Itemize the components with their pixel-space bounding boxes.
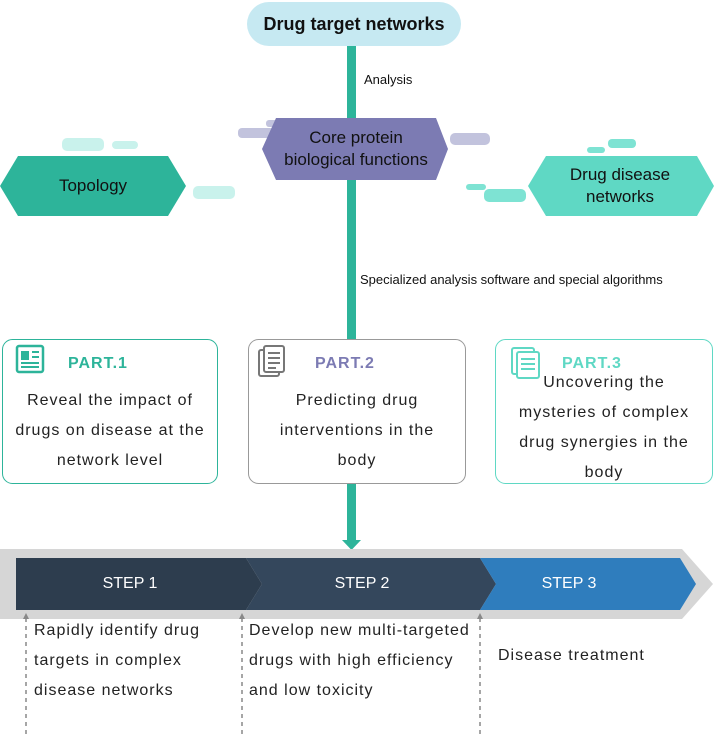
part-2-border bbox=[248, 339, 466, 484]
part-1-description: Reveal the impact of drugs on disease at… bbox=[15, 392, 205, 469]
decor-pill bbox=[587, 147, 605, 153]
main-connector-upper bbox=[347, 44, 356, 340]
decor-pill bbox=[238, 128, 274, 138]
decor-pill bbox=[62, 138, 104, 151]
step-3-segment bbox=[480, 558, 696, 610]
part-2-title: PART.2 bbox=[315, 355, 375, 372]
step-1-description: Rapidly identify drug targets in complex… bbox=[34, 622, 200, 699]
part-1-border bbox=[2, 339, 218, 484]
document-stack-icon bbox=[511, 347, 540, 379]
document-icon bbox=[258, 345, 285, 377]
decor-pill bbox=[466, 184, 486, 190]
newspaper-icon bbox=[15, 344, 45, 374]
topology-node-label: Topology bbox=[58, 176, 128, 195]
connector-arrowhead bbox=[342, 540, 361, 550]
decor-pill bbox=[484, 189, 526, 202]
part-2-description: Predicting drug interventions in the bod… bbox=[279, 392, 435, 469]
step-2-segment bbox=[246, 558, 496, 610]
part-3-description: Uncovering the mysteries of complex drug… bbox=[518, 374, 690, 481]
step-1-segment bbox=[16, 558, 262, 610]
analysis-label: Analysis bbox=[364, 72, 413, 87]
disease-node-label: Drug disease networks bbox=[569, 165, 671, 206]
part-1-title: PART.1 bbox=[68, 355, 128, 372]
disease-hexagon bbox=[528, 156, 714, 216]
title-pill: Drug target networks bbox=[247, 2, 461, 46]
main-connector-lower bbox=[347, 484, 356, 540]
step-2-description: Develop new multi-targeted drugs with hi… bbox=[249, 622, 470, 699]
step-2-label: STEP 2 bbox=[334, 575, 390, 592]
step-3-description: Disease treatment bbox=[498, 647, 645, 664]
part-3-title: PART.3 bbox=[562, 355, 622, 372]
core-hexagon bbox=[262, 118, 448, 180]
diagram-title: Drug target networks bbox=[263, 13, 445, 34]
software-label: Specialized analysis software and specia… bbox=[360, 272, 663, 287]
step-1-label: STEP 1 bbox=[102, 575, 158, 592]
decor-pill bbox=[112, 141, 138, 149]
core-node-label: Core protein biological functions bbox=[284, 128, 428, 169]
decor-pill bbox=[608, 139, 636, 148]
decor-pill bbox=[450, 133, 490, 145]
part-3-border bbox=[495, 339, 713, 484]
decor-pill bbox=[193, 186, 235, 199]
topology-hexagon bbox=[0, 156, 186, 216]
step-3-label: STEP 3 bbox=[541, 575, 597, 592]
